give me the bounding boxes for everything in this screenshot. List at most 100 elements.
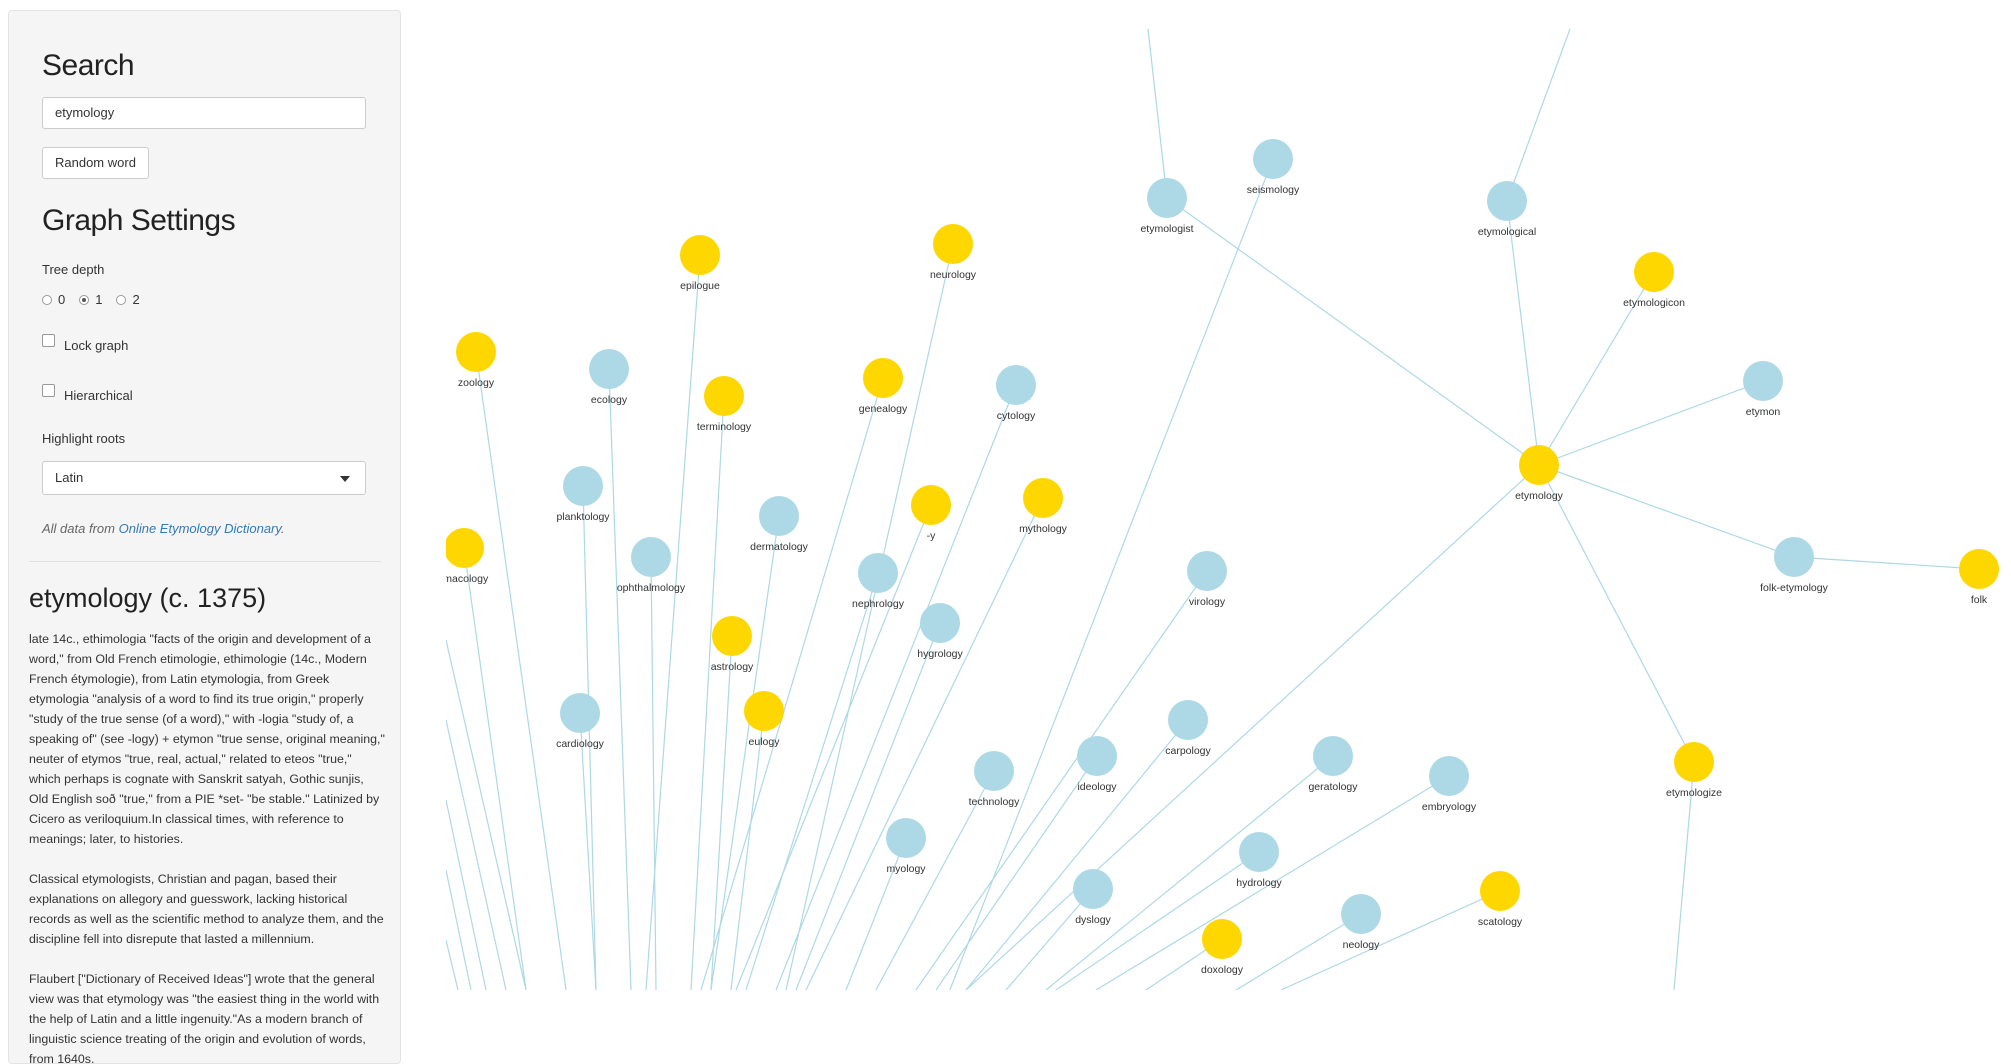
graph-edge	[1166, 197, 1540, 466]
graph-node-folk-etymology[interactable]: folk-etymology	[1760, 537, 1829, 594]
node-circle[interactable]	[1077, 736, 1117, 776]
node-circle[interactable]	[1429, 756, 1469, 796]
node-circle[interactable]	[920, 603, 960, 643]
graph-node-dermatology[interactable]: dermatology	[750, 496, 809, 553]
node-circle[interactable]	[1073, 869, 1113, 909]
node-circle[interactable]	[1147, 178, 1187, 218]
node-circle[interactable]	[1959, 549, 1999, 589]
node-circle[interactable]	[1480, 871, 1520, 911]
node-circle[interactable]	[1774, 537, 1814, 577]
node-circle[interactable]	[680, 235, 720, 275]
node-circle[interactable]	[560, 693, 600, 733]
search-input[interactable]: etymology	[42, 97, 366, 129]
graph-node-scatology[interactable]: scatology	[1478, 871, 1523, 928]
depth-option-2[interactable]: 2	[116, 292, 140, 307]
graph-node-dyslogy[interactable]: dyslogy	[1073, 869, 1113, 926]
graph-node-mythology[interactable]: mythology	[1019, 478, 1068, 535]
node-circle[interactable]	[589, 349, 629, 389]
node-circle[interactable]	[1023, 478, 1063, 518]
node-circle[interactable]	[631, 537, 671, 577]
graph-node-etymologize[interactable]: etymologize	[1666, 742, 1722, 799]
graph-node-cardiology[interactable]: cardiology	[556, 693, 605, 750]
hierarchical-checkbox[interactable]	[42, 384, 55, 397]
node-circle[interactable]	[1313, 736, 1353, 776]
graph-node-terminology[interactable]: terminology	[697, 376, 752, 433]
graph-node-astrology[interactable]: astrology	[711, 616, 754, 673]
graph-edge	[845, 837, 907, 990]
graph-edge	[446, 719, 507, 990]
node-circle[interactable]	[1187, 551, 1227, 591]
graph-node-doxology[interactable]: doxology	[1201, 919, 1244, 976]
graph-node-carpology[interactable]: carpology	[1165, 700, 1212, 757]
graph-node-rmacology[interactable]: rmacology	[446, 528, 489, 585]
node-circle[interactable]	[446, 528, 484, 568]
depth-option-1[interactable]: 1	[79, 292, 102, 307]
node-circle[interactable]	[933, 224, 973, 264]
node-circle[interactable]	[1634, 252, 1674, 292]
graph-node-planktology[interactable]: planktology	[556, 466, 610, 523]
node-circle[interactable]	[858, 553, 898, 593]
graph-node-etymological[interactable]: etymological	[1478, 181, 1536, 238]
node-circle[interactable]	[1519, 445, 1559, 485]
node-label: ideology	[1077, 781, 1117, 793]
graph-edge	[446, 639, 527, 990]
graph-canvas[interactable]: etymology etymologist seismology etymologic…	[446, 0, 2011, 990]
node-circle[interactable]	[911, 485, 951, 525]
graph-node-y[interactable]: -y	[911, 485, 951, 542]
node-circle[interactable]	[563, 466, 603, 506]
node-circle[interactable]	[1674, 742, 1714, 782]
graph-node-etymologicon[interactable]: etymologicon	[1623, 252, 1685, 309]
node-circle[interactable]	[712, 616, 752, 656]
lock-graph-checkbox[interactable]	[42, 334, 55, 347]
graph-edge	[1673, 761, 1695, 990]
graph-node-eulogy[interactable]: eulogy	[744, 691, 784, 748]
node-circle[interactable]	[759, 496, 799, 536]
node-circle[interactable]	[1253, 139, 1293, 179]
node-circle[interactable]	[1341, 894, 1381, 934]
random-word-button[interactable]: Random word	[42, 147, 149, 179]
graph-node-ideology[interactable]: ideology	[1077, 736, 1117, 793]
node-circle[interactable]	[1239, 832, 1279, 872]
graph-node-nephrology[interactable]: nephrology	[852, 553, 905, 610]
node-circle[interactable]	[974, 751, 1014, 791]
graph-node-folk[interactable]: folk	[1959, 549, 1999, 606]
node-circle[interactable]	[996, 365, 1036, 405]
node-circle[interactable]	[456, 332, 496, 372]
depth-option-0[interactable]: 0	[42, 292, 65, 307]
graph-node-etymon[interactable]: etymon	[1743, 361, 1783, 418]
graph-settings-heading: Graph Settings	[42, 204, 236, 237]
hierarchical-checkbox-row[interactable]: Hierarchical	[42, 384, 133, 403]
graph-node-neurology[interactable]: neurology	[930, 224, 977, 281]
graph-node-genealogy[interactable]: genealogy	[859, 358, 908, 415]
graph-node-seismology[interactable]: seismology	[1247, 139, 1300, 196]
node-circle[interactable]	[744, 691, 784, 731]
node-circle[interactable]	[863, 358, 903, 398]
graph-edge	[775, 384, 1017, 990]
etymonline-link[interactable]: Online Etymology Dictionary	[118, 521, 281, 536]
graph-node-ecology[interactable]: ecology	[589, 349, 629, 406]
graph-node-technology[interactable]: technology	[969, 751, 1021, 808]
node-circle[interactable]	[704, 376, 744, 416]
word-graph[interactable]: etymology etymologist seismology etymologic…	[446, 0, 2011, 990]
node-circle[interactable]	[1743, 361, 1783, 401]
node-label: etymon	[1746, 406, 1781, 418]
graph-node-cytology[interactable]: cytology	[996, 365, 1036, 422]
graph-node-hygrology[interactable]: hygrology	[917, 603, 964, 660]
graph-node-etymologist[interactable]: etymologist	[1140, 178, 1194, 235]
highlight-roots-select[interactable]: Latin	[42, 461, 366, 495]
graph-node-geratology[interactable]: geratology	[1308, 736, 1358, 793]
node-circle[interactable]	[1168, 700, 1208, 740]
graph-node-neology[interactable]: neology	[1341, 894, 1381, 951]
node-circle[interactable]	[1487, 181, 1527, 221]
lock-graph-checkbox-row[interactable]: Lock graph	[42, 334, 128, 353]
graph-node-epilogue[interactable]: epilogue	[680, 235, 720, 292]
node-circle[interactable]	[1202, 919, 1242, 959]
graph-node-hydrology[interactable]: hydrology	[1236, 832, 1283, 889]
graph-node-myology[interactable]: myology	[886, 818, 926, 875]
graph-node-virology[interactable]: virology	[1187, 551, 1227, 608]
node-circle[interactable]	[886, 818, 926, 858]
graph-node-embryology[interactable]: embryology	[1422, 756, 1477, 813]
graph-node-ophthalmology[interactable]: ophthalmology	[617, 537, 686, 594]
graph-node-etymology[interactable]: etymology	[1515, 445, 1564, 502]
graph-node-zoology[interactable]: zoology	[456, 332, 496, 389]
